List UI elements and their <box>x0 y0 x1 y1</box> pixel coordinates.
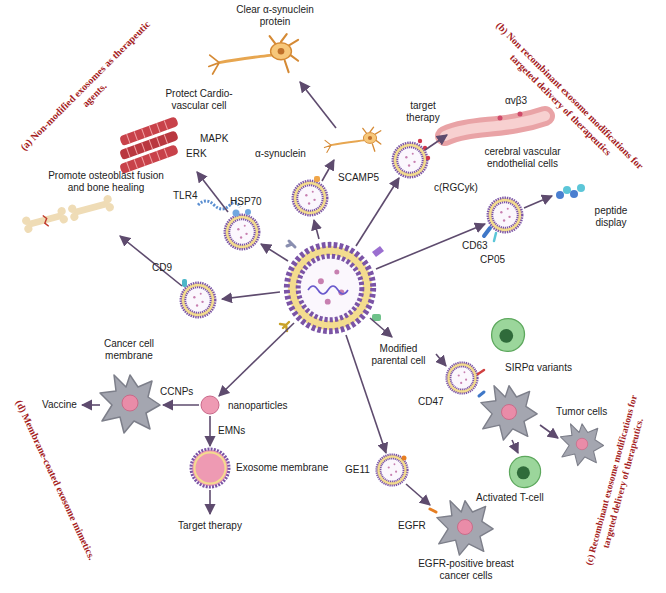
figure-label: EGFR-positive breast cancer cells <box>412 558 520 582</box>
figure-label: ERK <box>186 148 207 160</box>
figure-label: Tumor cells <box>556 406 607 418</box>
figure-label: cerebral vascular endothelial cells <box>475 146 570 170</box>
figure-label: Protect Cardio-vascular cell <box>158 88 240 112</box>
figure-label: EGFR <box>398 520 426 532</box>
section-title: (d) Membrane-coated exosome mimetics. <box>7 386 103 573</box>
figure-label: CD63 <box>462 240 488 252</box>
figure-label: HSP70 <box>230 196 262 208</box>
figure-label: Exosome membrane <box>236 462 328 474</box>
quadrant-fill <box>0 305 333 593</box>
figure-label: Promote osteoblast fusion and bone heali… <box>40 170 172 194</box>
figure-label: peptide display <box>590 205 632 229</box>
figure-label: CP05 <box>480 254 505 266</box>
figure-label: EMNs <box>218 425 245 437</box>
figure-label: SCAMP5 <box>338 172 379 184</box>
figure-label: TLR4 <box>173 190 197 202</box>
figure-label: CCNPs <box>160 386 193 398</box>
figure-label: αvβ3 <box>505 95 527 107</box>
figure-label: c(RGCyk) <box>434 182 478 194</box>
figure-label: α-synuclein <box>255 148 306 160</box>
figure-label: Activated T-cell <box>476 492 544 504</box>
figure-label: SIRPα variants <box>505 362 572 374</box>
figure-label: nanoparticles <box>228 400 287 412</box>
figure-label: CD47 <box>418 396 444 408</box>
figure-label: Cancer cell membrane <box>98 338 160 362</box>
quadrant-panel: (d) Membrane-coated exosome mimetics. <box>0 305 333 593</box>
section-title: (a) Non-modified exosomes as therapeutic… <box>10 10 169 169</box>
figure-label: CD9 <box>152 262 172 274</box>
figure-label: Vaccine <box>42 399 77 411</box>
figure-label: target therapy <box>398 100 448 124</box>
figure-label: MAPK <box>200 133 228 145</box>
figure-label: Target therapy <box>178 520 242 532</box>
figure-label: Clear α-synuclein protein <box>225 4 325 28</box>
figure-label: GE11 <box>345 464 370 476</box>
figure-label: Modified parental cell <box>366 343 431 367</box>
